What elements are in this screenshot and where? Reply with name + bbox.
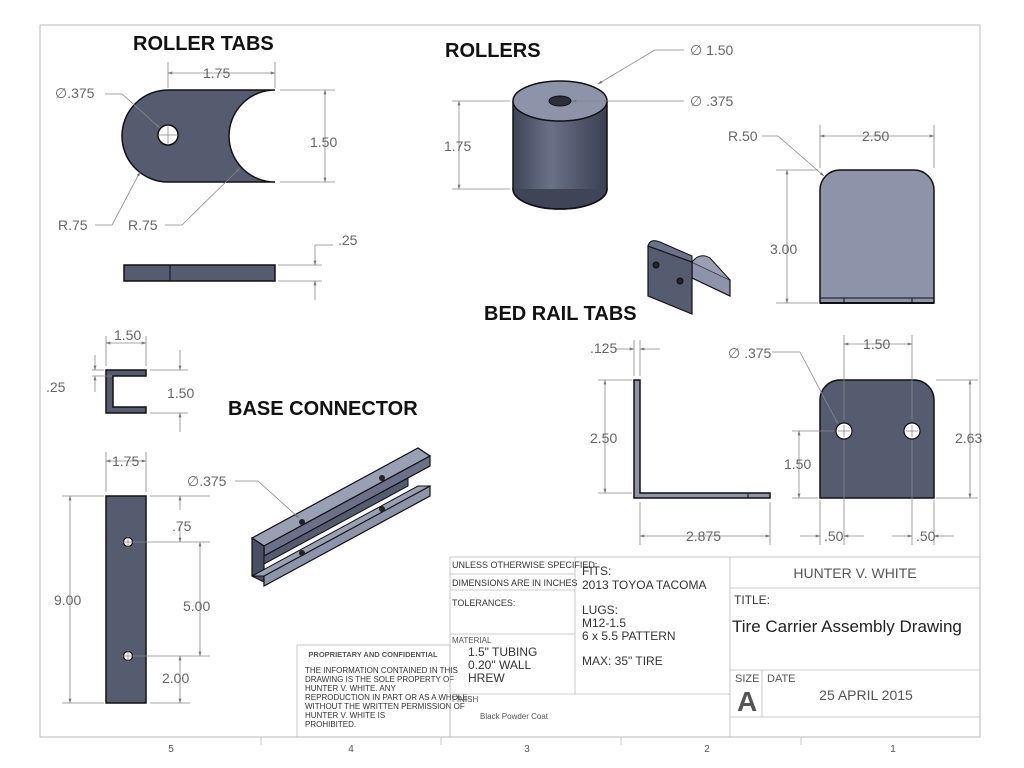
zone-label: 5 [168,744,174,755]
tb-tolerances: TOLERANCES: [452,598,515,608]
dim-bc-hole-spacing: 5.00 [183,598,210,614]
zone-markers: 5 4 3 2 1 [168,737,896,755]
tb-material-line: 0.20" WALL [468,658,532,672]
dim-rt-radius-left: R.75 [58,217,88,233]
zone-label: 4 [348,744,354,755]
dim-brt-length: 2.875 [686,528,721,544]
dim-rt-hole: ∅.375 [55,85,95,101]
dim-bc-bottom-offset: 2.00 [162,670,189,686]
dim-brt-width: 2.50 [862,128,889,144]
heading-bed-rail-tabs: BED RAIL TABS [484,303,637,325]
dim-brt-radius: R.50 [728,128,758,144]
base-connector-iso [250,447,432,588]
dim-bc-wall: .25 [46,379,66,395]
tb-date: 25 APRIL 2015 [819,687,913,703]
title-block [449,556,981,738]
tb-author: HUNTER V. WHITE [793,565,916,581]
proprietary-line: PROHIBITED. [305,720,356,729]
heading-base-connector: BASE CONNECTOR [228,398,418,420]
tb-material-line: 1.5" TUBING [468,645,537,659]
bed-rail-tab-front [819,169,935,304]
dim-brt-side-height: 2.50 [590,430,617,446]
tb-date-label: DATE [767,673,796,685]
tb-lugs-line: 6 x 5.5 PATTERN [582,629,676,643]
dim-r-inner: ∅ .375 [690,93,734,109]
roller-tab-face [121,89,276,183]
tb-finish: Black Powder Coat [480,712,549,721]
proprietary-line: THE INFORMATION CONTAINED IN THIS [305,666,458,675]
dim-bc-face-width: 1.75 [112,453,139,469]
base-connector-face [105,495,147,704]
proprietary-line: HUNTER V. WHITE. ANY [305,684,396,693]
zone-label: 3 [524,744,530,755]
tb-title: Tire Carrier Assembly Drawing [732,617,962,636]
dim-brt-edge-left: .50 [824,528,844,544]
zone-label: 1 [890,744,896,755]
proprietary-line: REPRODUCTION IN PART OR AS A WHOLE [305,693,468,702]
tb-lugs-label: LUGS: [582,603,618,617]
dim-rt-height: 1.50 [310,134,337,150]
tb-max: MAX: 35" TIRE [582,654,663,668]
dim-rt-thickness: .25 [338,232,358,248]
tb-fits: 2013 TOYOA TACOMA [582,578,707,592]
dim-rt-width: 1.75 [203,65,230,81]
dim-r-outer: ∅ 1.50 [690,42,734,58]
dim-bc-width: 1.50 [114,327,141,343]
tb-dims-inches: DIMENSIONS ARE IN INCHES [452,578,578,588]
dim-brt-hole-height: 1.50 [784,456,811,472]
heading-roller-tabs: ROLLER TABS [133,33,274,55]
dim-brt-edge-right: .50 [916,528,936,544]
dim-brt-thickness: .125 [590,340,617,356]
tb-material-line: HREW [468,671,505,685]
tb-material-label: MATERIAL [452,636,492,645]
proprietary-line: WITHOUT THE WRITTEN PERMISSION OF [305,702,465,711]
dim-bc-height: 1.50 [167,385,194,401]
proprietary-line: DRAWING IS THE SOLE PROPERTY OF [305,675,454,684]
roller-tab-side [123,264,276,282]
dim-bc-hole: ∅.375 [187,473,227,489]
dim-r-height: 1.75 [444,138,471,154]
dim-bc-length: 9.00 [54,592,81,608]
zone-label: 2 [704,744,710,755]
bed-rail-tab-holed [819,379,935,499]
tb-title-label: TITLE: [734,593,770,607]
proprietary-line: HUNTER V. WHITE IS [305,711,385,720]
dim-brt-total-height: 2.63 [955,430,982,446]
base-connector-end-view [105,369,147,414]
tb-finish-label: FINISH [452,695,478,704]
dim-brt-hole: ∅ .375 [728,345,772,361]
heading-rollers: ROLLERS [445,40,541,62]
tb-size: A [737,686,757,717]
dim-brt-height: 3.00 [770,241,797,257]
bed-rail-tab-side [633,379,771,499]
bed-rail-tab-iso [647,240,731,315]
tb-size-label: SIZE [735,673,759,685]
tb-lugs-line: M12-1.5 [582,616,626,630]
dim-brt-hole-spacing: 1.50 [863,336,890,352]
proprietary-heading: PROPRIETARY AND CONFIDENTIAL [308,650,438,659]
dim-bc-top-offset: .75 [172,518,192,534]
dim-rt-radius-right: R.75 [128,217,158,233]
roller-cylinder [512,80,608,210]
tb-unless: UNLESS OTHERWISE SPECIFIED: [452,560,597,570]
tb-fits-label: FITS: [582,564,611,578]
